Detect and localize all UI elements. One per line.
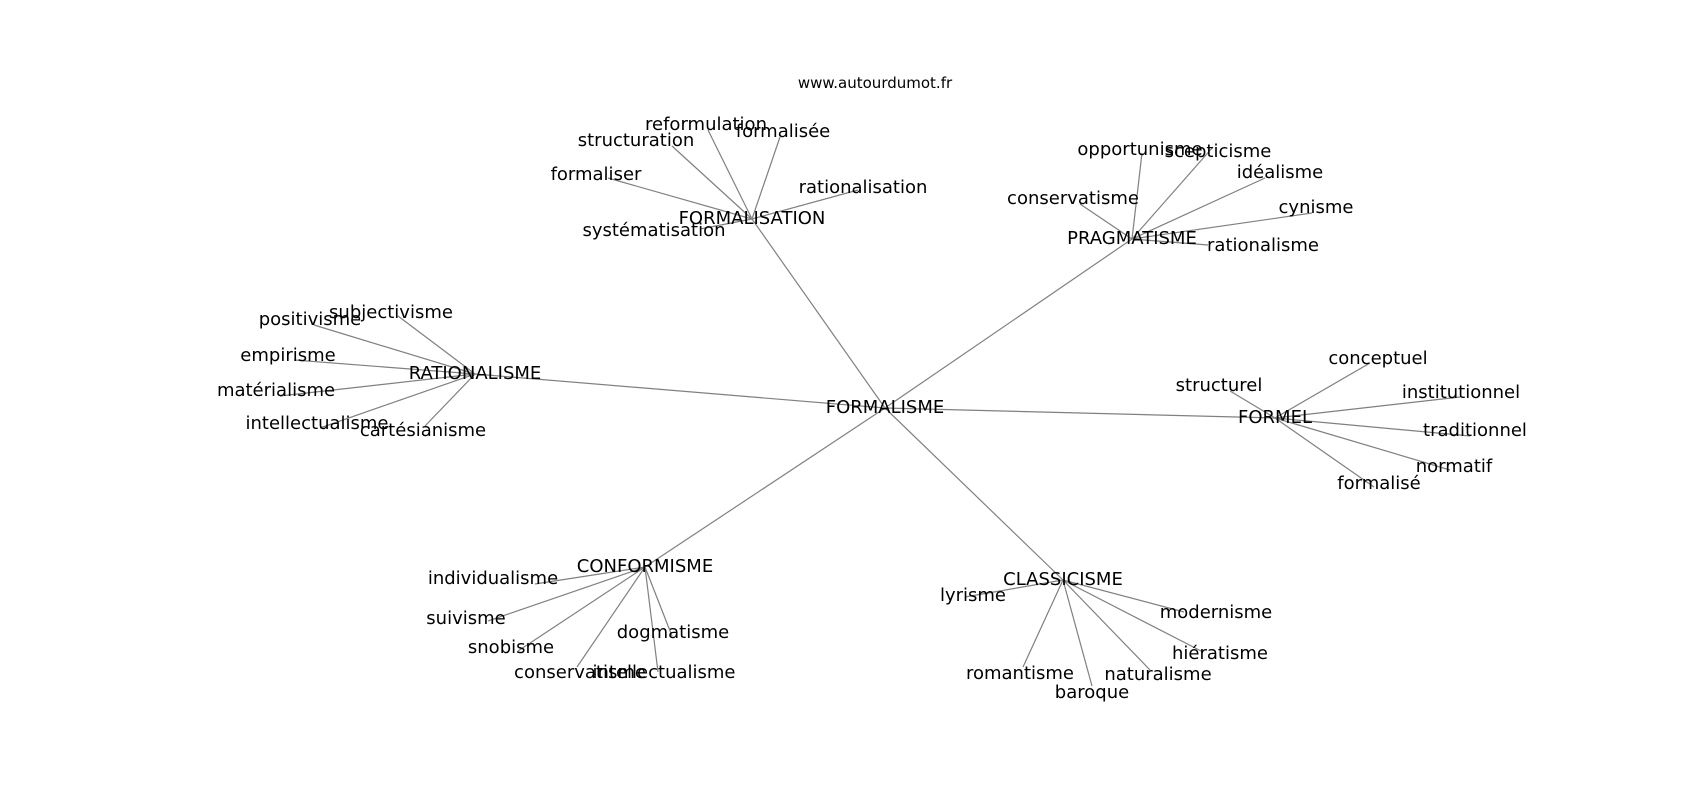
edge-center-to-formel: [884, 407, 1276, 419]
edge-formalisation-reformulation: [707, 129, 753, 220]
edge-center-to-conformisme: [644, 407, 886, 568]
edge-formel-normatif: [1274, 417, 1451, 471]
edge-pragmatisme-rationalisme: [1131, 238, 1209, 246]
source-credit: www.autourdumot.fr: [798, 74, 953, 92]
word-node-hieratisme[interactable]: hiératisme: [1172, 643, 1268, 664]
word-node-positivisme[interactable]: positivisme: [259, 309, 362, 330]
edge-center-to-formalisation: [751, 218, 886, 409]
edge-formel-traditionnel: [1274, 417, 1471, 437]
hub-node-rationalisme[interactable]: RATIONALISME: [409, 363, 542, 384]
word-node-structurel[interactable]: structurel: [1176, 375, 1263, 396]
edge-formel-formalise: [1274, 417, 1375, 488]
edge-pragmatisme-idealisme: [1131, 177, 1266, 240]
word-node-dogmatisme[interactable]: dogmatisme: [617, 622, 729, 643]
word-node-idealisme[interactable]: idéalisme: [1237, 162, 1324, 183]
word-node-opportunisme[interactable]: opportunisme: [1077, 139, 1202, 160]
edge-rationalisme-cartesianisme: [424, 373, 476, 427]
edge-formel-conceptuel: [1274, 362, 1371, 419]
word-node-traditionnel[interactable]: traditionnel: [1423, 420, 1527, 441]
edge-classicisme-naturalisme: [1062, 579, 1151, 671]
word-node-individualisme[interactable]: individualisme: [428, 568, 558, 589]
edge-classicisme-hieratisme: [1062, 579, 1204, 653]
word-node-institutionnel[interactable]: institutionnel: [1402, 382, 1520, 403]
edge-pragmatisme-conservatisme: [1079, 203, 1133, 240]
word-node-formalise[interactable]: formalisé: [1337, 473, 1420, 494]
edge-rationalisme-positivisme: [313, 324, 476, 375]
edge-classicisme-baroque: [1062, 579, 1093, 687]
word-node-lyrisme[interactable]: lyrisme: [940, 585, 1006, 606]
word-node-structuration[interactable]: structuration: [578, 130, 695, 151]
word-node-snobisme[interactable]: snobisme: [468, 637, 554, 658]
word-node-conceptuel[interactable]: conceptuel: [1328, 348, 1427, 369]
word-node-modernisme[interactable]: modernisme: [1160, 602, 1273, 623]
word-node-subjectivisme[interactable]: subjectivisme: [329, 302, 453, 323]
hub-node-classicisme[interactable]: CLASSICISME: [1003, 569, 1123, 590]
edge-formalisation-structuration: [671, 145, 753, 220]
word-node-rationalisme[interactable]: rationalisme: [1207, 235, 1319, 256]
word-node-conservatisme[interactable]: conservatisme: [514, 662, 646, 683]
edge-classicisme-modernisme: [1062, 579, 1185, 613]
edge-conformisme-dogmatisme: [644, 566, 673, 637]
word-node-intellectualisme[interactable]: intellectualisme: [593, 662, 736, 683]
edge-conformisme-suivisme: [487, 566, 646, 622]
edge-rationalisme-subjectivisme: [397, 315, 476, 375]
edge-formalisation-formaliser: [607, 177, 753, 220]
center-node-label[interactable]: FORMALISME: [826, 397, 945, 418]
edge-conformisme-conservatisme: [576, 566, 646, 668]
word-node-cartesianisme[interactable]: cartésianisme: [360, 420, 486, 441]
edge-formalisation-rationalisation: [751, 189, 859, 220]
edge-conformisme-individualisme: [534, 566, 646, 585]
edge-formalisation-systematisation: [699, 218, 753, 230]
edge-classicisme-lyrisme: [964, 579, 1064, 598]
word-node-suivisme[interactable]: suivisme: [426, 608, 505, 629]
word-node-romantisme[interactable]: romantisme: [966, 663, 1074, 684]
word-node-intellectualisme[interactable]: intellectualisme: [246, 413, 389, 434]
word-node-cynisme[interactable]: cynisme: [1279, 197, 1354, 218]
edge-center-to-classicisme: [884, 407, 1064, 581]
hub-node-pragmatisme[interactable]: PRAGMATISME: [1067, 228, 1197, 249]
word-node-empirisme[interactable]: empirisme: [240, 345, 335, 366]
word-node-materialisme[interactable]: matérialisme: [217, 380, 335, 401]
edge-rationalisme-empirisme: [293, 359, 476, 375]
hub-node-formalisation[interactable]: FORMALISATION: [679, 208, 826, 229]
edge-conformisme-intellectualisme: [644, 566, 659, 673]
edge-pragmatisme-scepticisme: [1131, 146, 1214, 240]
edge-rationalisme-intellectualisme: [319, 373, 476, 429]
word-node-naturalisme[interactable]: naturalisme: [1104, 664, 1211, 685]
edge-classicisme-romantisme: [1022, 579, 1064, 668]
word-node-formalisee[interactable]: formalisée: [736, 121, 831, 142]
word-node-scepticisme[interactable]: scepticisme: [1165, 141, 1272, 162]
edge-formel-structurel: [1229, 390, 1276, 419]
edge-pragmatisme-cynisme: [1131, 212, 1313, 240]
word-node-rationalisation[interactable]: rationalisation: [799, 177, 928, 198]
word-node-formaliser[interactable]: formaliser: [551, 164, 642, 185]
edge-pragmatisme-opportunisme: [1131, 152, 1143, 240]
word-node-conservatisme[interactable]: conservatisme: [1007, 188, 1139, 209]
word-node-reformulation[interactable]: reformulation: [645, 114, 767, 135]
edge-formalisation-formalisee: [751, 136, 781, 220]
edge-center-to-rationalisme: [474, 373, 886, 409]
word-node-normatif[interactable]: normatif: [1416, 456, 1493, 477]
edge-rationalisme-materialisme: [279, 373, 476, 397]
edge-formel-institutionnel: [1274, 396, 1461, 419]
edge-conformisme-snobisme: [517, 566, 646, 652]
graph-edges: [279, 129, 1471, 687]
edge-center-to-pragmatisme: [884, 238, 1133, 409]
word-node-baroque[interactable]: baroque: [1055, 682, 1129, 703]
hub-node-formel[interactable]: FORMEL: [1238, 407, 1312, 428]
word-node-systematisation[interactable]: systématisation: [582, 220, 725, 241]
hub-node-conformisme[interactable]: CONFORMISME: [577, 556, 713, 577]
